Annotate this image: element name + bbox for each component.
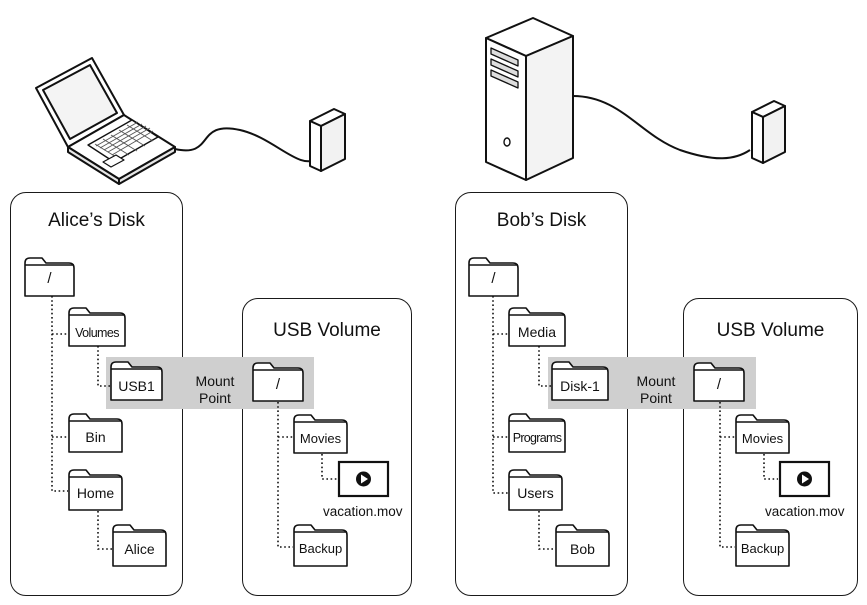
folder-movies[interactable]: Movies (293, 414, 348, 454)
video-file-icon (337, 460, 390, 498)
folder-usb1[interactable]: USB1 (110, 361, 163, 401)
mount-point-line1: Mount (636, 373, 676, 389)
folder-label: Movies (299, 431, 342, 446)
folder-icon (68, 307, 126, 347)
folder-label: Users (517, 485, 554, 501)
folder-bin[interactable]: Bin (68, 413, 123, 453)
file-vacation-mov[interactable] (337, 460, 390, 498)
folder-label: USB1 (118, 378, 155, 394)
mount-point-line1: Mount (195, 373, 235, 389)
folder-icon (735, 414, 790, 454)
folder-icon (551, 361, 609, 401)
folder-icon (508, 413, 566, 453)
folder-volumes[interactable]: Volumes (68, 307, 126, 347)
folder-icon (555, 524, 610, 567)
folder-icon (68, 413, 123, 453)
box-title: Bob’s Disk (496, 210, 587, 231)
folder-icon (112, 524, 167, 567)
folder-icon (252, 362, 304, 402)
folder-label: / (47, 270, 52, 287)
folder-alice[interactable]: Alice (112, 524, 167, 567)
folder-usb-root[interactable]: / (252, 362, 304, 402)
folder-root[interactable]: / (468, 257, 519, 297)
mount-point-label: Mount Point (188, 373, 242, 407)
mount-point-label: Mount Point (629, 373, 683, 407)
folder-label: Volumes (75, 326, 119, 340)
folder-movies[interactable]: Movies (735, 414, 790, 454)
folder-root[interactable]: / (24, 257, 75, 297)
file-vacation-mov[interactable] (778, 460, 831, 498)
folder-label: Backup (740, 541, 785, 556)
folder-backup[interactable]: Backup (735, 524, 790, 567)
folder-label: Movies (741, 431, 784, 446)
folder-icon (735, 524, 790, 567)
folder-media[interactable]: Media (508, 307, 566, 347)
folder-home[interactable]: Home (68, 469, 123, 511)
box-title: USB Volume (716, 320, 825, 341)
file-name: vacation.mov (765, 504, 845, 519)
folder-label: / (275, 376, 281, 393)
folder-label: Disk-1 (560, 378, 600, 394)
video-file-icon (778, 460, 831, 498)
folder-icon (693, 362, 745, 402)
folder-programs[interactable]: Programs (508, 413, 566, 453)
folder-icon (293, 414, 348, 454)
illustrations (35, 17, 786, 185)
usb-drive-icon (309, 108, 346, 172)
folder-label: Bob (570, 541, 595, 557)
laptop-icon (35, 57, 176, 185)
mount-point-line2: Point (640, 390, 672, 406)
folder-icon (110, 361, 163, 401)
box-title: Alice’s Disk (48, 210, 145, 231)
folder-usb-root[interactable]: / (693, 362, 745, 402)
folder-icon (508, 307, 566, 347)
folder-backup[interactable]: Backup (293, 524, 348, 567)
folder-icon (293, 524, 348, 567)
mount-point-line2: Point (199, 390, 231, 406)
box-title: USB Volume (273, 320, 381, 341)
folder-label: Backup (298, 541, 343, 556)
folder-label: Media (517, 324, 557, 340)
folder-users[interactable]: Users (508, 469, 563, 511)
usb-drive-icon (751, 100, 786, 164)
folder-icon (24, 257, 75, 297)
folder-icon (508, 469, 563, 511)
folder-label: Alice (124, 541, 155, 557)
folder-icon (68, 469, 123, 511)
file-name: vacation.mov (323, 504, 403, 519)
folder-label: / (716, 376, 722, 393)
folder-label: Home (76, 485, 115, 501)
folder-disk-1[interactable]: Disk-1 (551, 361, 609, 401)
folder-label: / (491, 270, 496, 287)
folder-icon (468, 257, 519, 297)
tower-computer-icon (485, 17, 574, 181)
folder-label: Bin (85, 429, 106, 445)
folder-label: Programs (512, 431, 562, 445)
folder-bob[interactable]: Bob (555, 524, 610, 567)
